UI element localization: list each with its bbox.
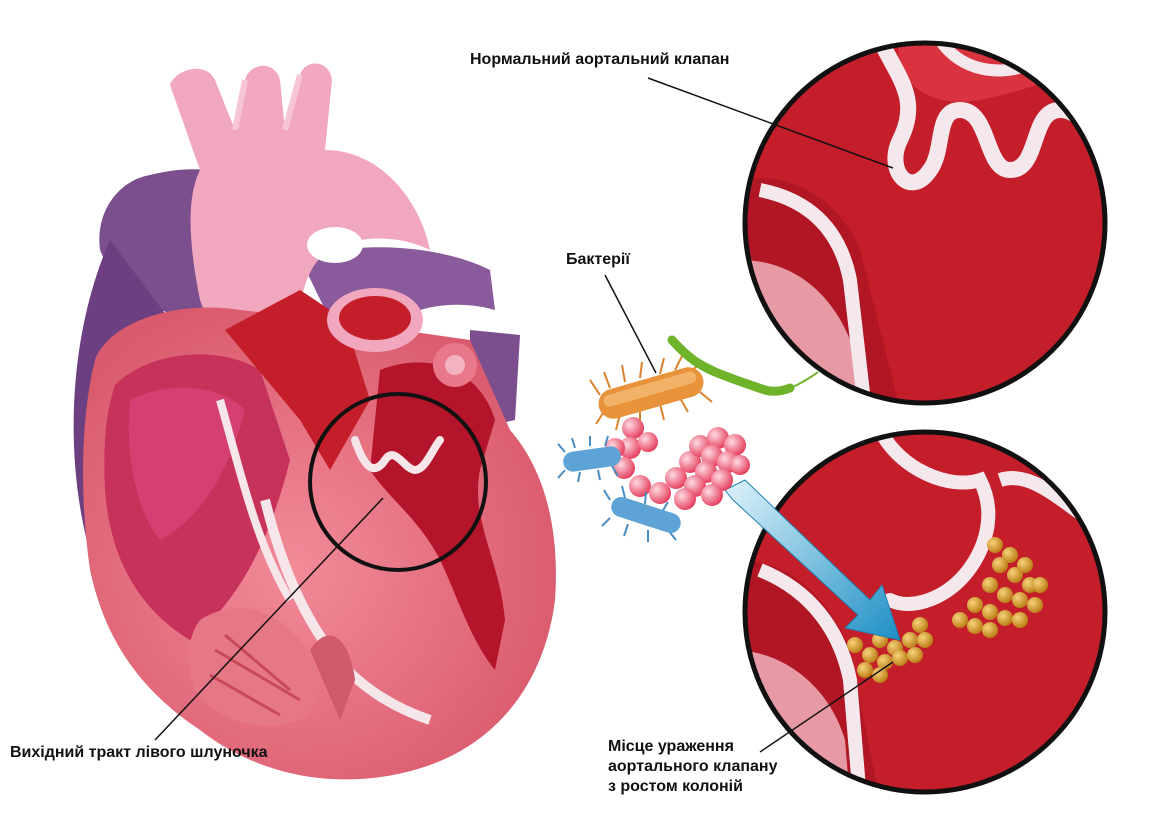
heart-illustration xyxy=(73,63,556,780)
cocci-cluster xyxy=(605,417,750,510)
rod-bacterium-blue xyxy=(557,435,681,542)
spirillum-bacterium-green xyxy=(667,335,795,396)
leader-damage-site xyxy=(759,661,894,753)
label-bacteria: Бактерії xyxy=(566,251,630,268)
label-damage-site-line-3: з ростом колоній xyxy=(608,778,743,795)
bacteria-cluster xyxy=(557,335,819,542)
infection-arrow xyxy=(724,479,901,641)
zoom-circle-heart xyxy=(308,392,488,572)
zoom-circle-bottom xyxy=(742,429,1108,795)
rod-bacterium-orange xyxy=(589,355,713,431)
bacterial-colony xyxy=(847,537,1048,683)
label-damage-site: Місце ураження аортального клапану з рос… xyxy=(608,737,777,797)
leader-bacteria xyxy=(604,274,657,374)
leader-normal-valve xyxy=(647,77,894,169)
label-damage-site-line-1: Місце ураження xyxy=(608,738,734,755)
aorta-arch xyxy=(170,63,430,341)
label-lv-outflow: Вихідний тракт лівого шлуночка xyxy=(10,744,268,761)
label-damage-site-line-2: аортального клапану xyxy=(608,758,778,775)
label-normal-valve: Нормальний аортальний клапан xyxy=(470,51,730,68)
left-ventricle xyxy=(370,362,505,670)
zoom-circle-top xyxy=(742,40,1108,406)
papillary-muscles xyxy=(188,608,319,726)
leader-lv-outflow xyxy=(154,497,384,741)
zoom-damaged-valve xyxy=(745,432,1105,792)
